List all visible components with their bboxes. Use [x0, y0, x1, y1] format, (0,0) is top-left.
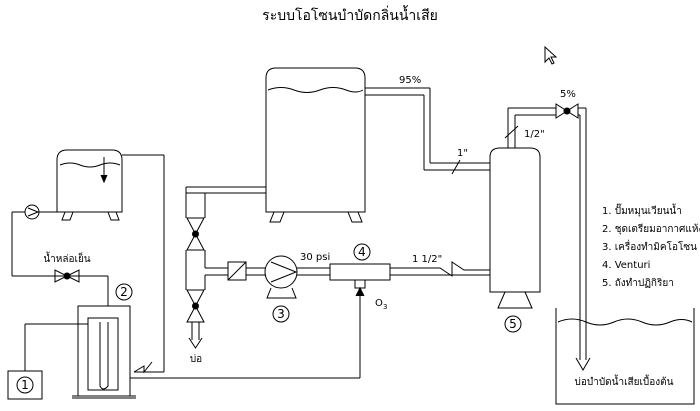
filter-box [227, 261, 247, 281]
cooling-water-label: น้ำหล่อเย็น [43, 251, 90, 265]
legend-item-1: 1. ปั๊มหมุนเวียนน้ำ [602, 203, 682, 217]
cooling-tank [56, 149, 123, 221]
marker-2-label: 2 [120, 285, 128, 299]
reactor-tank [489, 147, 541, 309]
legend-item-5: 5. ถังทำปฏิกิริยา [602, 278, 674, 289]
check-valve-2 [133, 361, 153, 374]
marker-3-label: 3 [277, 307, 285, 321]
legend-item-3: 3. เครื่องทำมิคโอโซน [602, 239, 697, 253]
legend: 1. ปั๊มหมุนเวียนน้ำ 2. ชุดเตรียมอากาศแห้… [602, 203, 700, 289]
marker-5-label: 5 [509, 317, 517, 331]
legend-item-4: 4. Venturi [602, 260, 650, 271]
marker-1 [16, 376, 34, 394]
marker-4 [353, 243, 371, 261]
ozone-subscript: 3 [383, 303, 387, 311]
marker-2 [115, 283, 133, 301]
check-valve-venturi [430, 261, 490, 277]
marker-1-label: 1 [21, 378, 29, 392]
pipe-1half-label: 1 1/2" [412, 254, 442, 265]
pressure-label: 30 psi [300, 252, 330, 263]
drain-label: บ่อ [190, 354, 202, 365]
percent-95-label: 95% [399, 75, 421, 86]
pipe-half-label: 1/2" [524, 129, 545, 140]
lower-vertical-valve [186, 289, 205, 323]
percent-5-label: 5% [560, 89, 576, 100]
air-dryer-unit [72, 305, 136, 399]
top-right-valve [555, 103, 579, 119]
upper-vertical-valve [186, 217, 205, 251]
venturi [329, 263, 391, 289]
marker-4-label: 4 [358, 245, 366, 259]
legend-item-2: 2. ชุดเตรียมอากาศแห้ง [602, 223, 700, 235]
diagram-title: ระบบโอโซนบำบัดกลิ่นน้ำเสีย [262, 5, 438, 24]
pond-label: บ่อบำบัดน้ำเสียเบื้องต้น [575, 374, 674, 388]
pipe-1in-label: 1" [457, 148, 468, 159]
cursor-icon [544, 45, 558, 65]
treatment-pond [555, 308, 695, 405]
main-tank [265, 67, 366, 223]
small-pump [24, 204, 40, 220]
main-pump [264, 255, 298, 299]
pump-box [7, 370, 43, 400]
marker-5 [504, 315, 522, 333]
marker-3 [272, 305, 290, 323]
ozone-label: O [375, 298, 383, 309]
